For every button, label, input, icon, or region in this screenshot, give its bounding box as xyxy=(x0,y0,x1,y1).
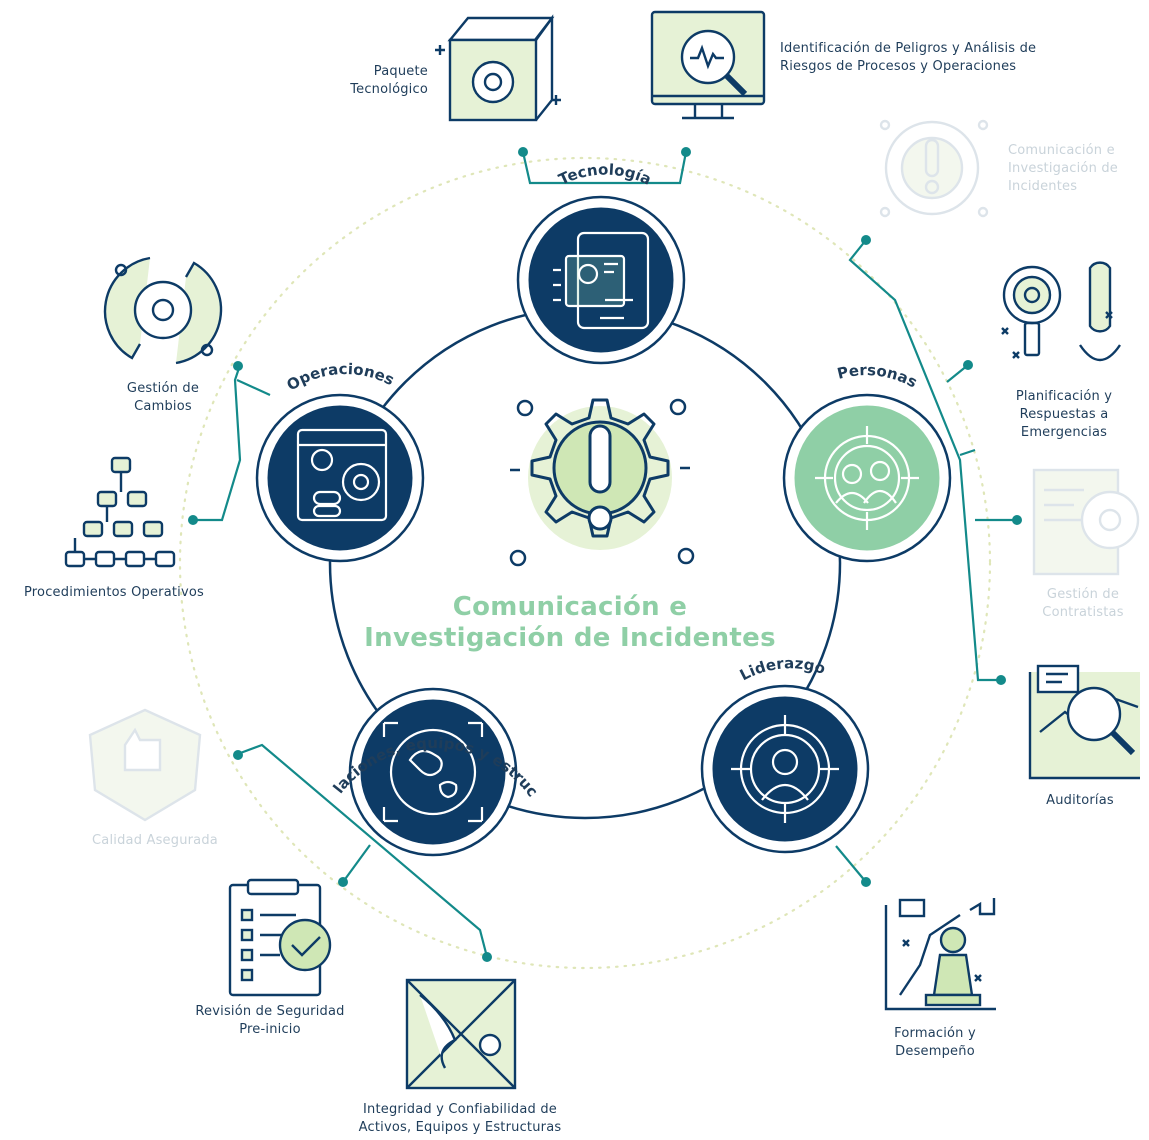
leader-target-icon xyxy=(731,715,839,823)
pillar-personas xyxy=(782,393,952,563)
label-line: Gestión de xyxy=(1046,587,1120,602)
label-line: Identificación de Peligros y Análisis de xyxy=(780,41,1037,56)
label-line: Emergencias xyxy=(1020,425,1108,440)
svg-text:Liderazgo: Liderazgo xyxy=(737,654,828,684)
faded-document-gear-icon xyxy=(1032,468,1140,576)
pillar-liderazgo xyxy=(700,684,870,854)
label-comunicacion-incidentes: Comunicación e Investigación de Incident… xyxy=(1008,142,1148,196)
checklist-check-icon xyxy=(228,878,332,997)
label-line: Incidentes xyxy=(1008,179,1078,194)
chart-magnifier-icon xyxy=(1028,664,1140,780)
change-cycle-gear-icon xyxy=(103,256,223,365)
svg-text:Personas: Personas xyxy=(835,361,920,391)
svg-text:Operaciones: Operaciones xyxy=(283,360,397,395)
label-line: Revisión de Seguridad xyxy=(195,1004,345,1019)
faded-shield-thumbsup-icon xyxy=(88,708,202,822)
puzzle-pieces-icon xyxy=(405,978,517,1090)
pillar-title-liderazgo: Liderazgo xyxy=(737,654,828,684)
connector-dots xyxy=(188,147,1022,962)
chess-strategy-icon xyxy=(884,898,996,1011)
magnifier-wrench-icon xyxy=(1001,261,1121,362)
pillar-operaciones xyxy=(255,393,425,563)
label-line: Procedimientos Operativos xyxy=(23,585,205,600)
connector-lines xyxy=(193,151,1017,958)
pillar-title-operaciones: Operaciones xyxy=(283,360,397,395)
center-title-line2: Investigación de Incidentes xyxy=(364,623,776,653)
pillar-tecnologia xyxy=(516,195,686,365)
monitor-magnifier-icon xyxy=(650,10,766,120)
label-line: Planificación y xyxy=(1015,389,1113,404)
label-procedimientos-operativos: Procedimientos Operativos xyxy=(2,584,226,602)
label-line: Respuestas a xyxy=(1019,407,1109,422)
label-gestion-cambios: Gestión de Cambios xyxy=(100,380,226,416)
pillar-title-personas: Personas xyxy=(835,361,920,391)
center-title: Comunicación e Investigación de Incident… xyxy=(330,592,810,654)
label-planificacion-emergencias: Planificación y Respuestas a Emergencias xyxy=(995,388,1133,442)
label-line: Cambios xyxy=(134,399,192,414)
label-line: Pre-inicio xyxy=(239,1022,301,1037)
label-integridad-activos: Integridad y Confiabilidad de Activos, E… xyxy=(330,1101,590,1137)
globe-arrows-icon xyxy=(382,721,484,823)
pillar-title-tecnologia: Tecnología xyxy=(556,161,654,189)
tablet-gear-icon xyxy=(553,231,650,330)
svg-text:Tecnología: Tecnología xyxy=(556,161,654,189)
label-line: Investigación de xyxy=(1008,161,1118,176)
label-line: Riesgos de Procesos y Operaciones xyxy=(780,59,1017,74)
people-target-icon xyxy=(815,426,919,530)
label-paquete-tecnologico: Paquete Tecnológico xyxy=(320,63,428,99)
window-gears-icon xyxy=(296,428,388,522)
label-line: Calidad Asegurada xyxy=(92,833,218,848)
central-gear-alert-icon xyxy=(509,398,695,567)
label-revision-seguridad: Revisión de Seguridad Pre-inicio xyxy=(170,1003,370,1039)
label-line: Paquete xyxy=(373,64,428,79)
center-title-line1: Comunicación e xyxy=(452,592,688,622)
label-line: Gestión de xyxy=(126,381,200,396)
box-gear-icon xyxy=(435,14,561,122)
flowchart-icon xyxy=(64,456,176,568)
label-gestion-contratistas: Gestión de Contratistas xyxy=(1020,586,1146,622)
label-line: Contratistas xyxy=(1042,605,1124,620)
outer-dotted-ring xyxy=(178,156,992,970)
label-line: Integridad y Confiabilidad de xyxy=(363,1102,557,1117)
label-line: Formación y xyxy=(894,1026,976,1041)
label-line: Tecnológico xyxy=(350,82,428,97)
label-line: Auditorías xyxy=(1046,793,1114,808)
label-auditorias: Auditorías xyxy=(1020,792,1140,810)
label-formacion-desempeno: Formación y Desempeño xyxy=(870,1025,1000,1061)
faded-gear-alert-icon xyxy=(879,119,989,218)
label-calidad-asegurada: Calidad Asegurada xyxy=(70,832,240,850)
label-line: Activos, Equipos y Estructuras xyxy=(358,1120,562,1135)
pillar-instalaciones xyxy=(348,687,518,857)
label-line: Comunicación e xyxy=(1008,143,1115,158)
label-line: Desempeño xyxy=(895,1044,975,1059)
label-identificacion-peligros: Identificación de Peligros y Análisis de… xyxy=(780,40,1100,76)
